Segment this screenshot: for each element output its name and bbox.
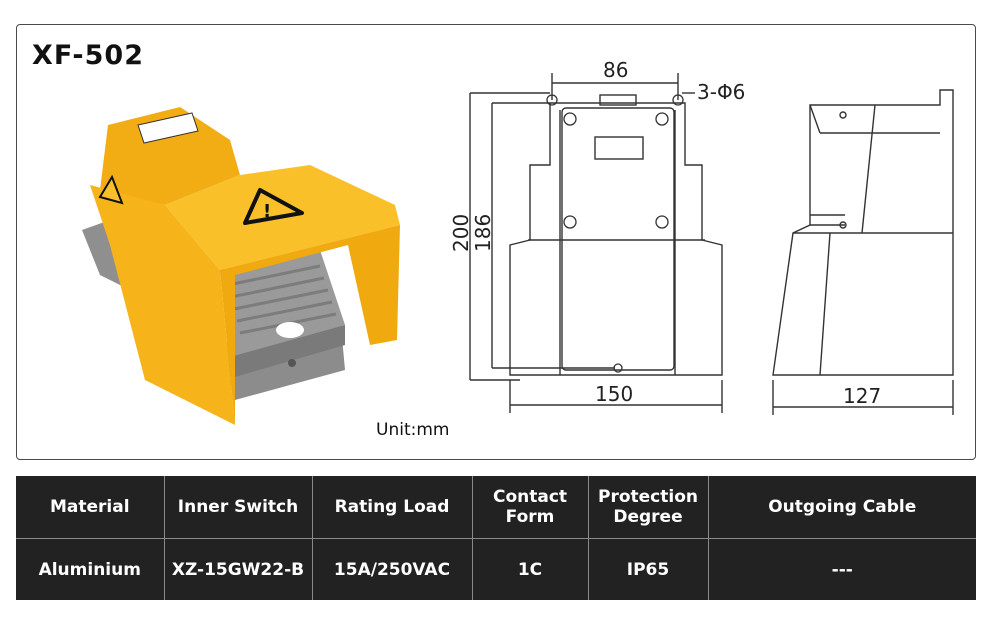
pedal-notch [276,322,304,338]
warning-side-icon [98,174,124,205]
dim-height-inner: 186 [471,214,495,252]
pedal-edge [230,325,345,377]
pedal-grip-lines [227,264,337,335]
unit-note: Unit:mm [376,420,450,440]
spec-table: Material Inner Switch Rating Load Contac… [16,476,976,600]
housing-side [90,185,235,425]
dim-holes: 3-Φ6 [697,80,745,104]
housing-back [100,107,240,205]
front-view-drawing: 86 3-Φ6 200 186 150 [449,58,745,413]
header-outgoing-cable: Outgoing Cable [708,476,976,539]
header-protection-degree: Protection Degree [588,476,709,539]
base-screw [288,359,296,367]
value-inner-switch: XZ-15GW22-B [164,538,313,600]
spec-header-row: Material Inner Switch Rating Load Contac… [16,476,976,539]
value-outgoing-cable: --- [708,538,976,600]
spec-value-row: Aluminium XZ-15GW22-B 15A/250VAC 1C IP65… [16,538,976,600]
foot-switch-illustration: ! [82,107,400,425]
model-title: XF-502 [32,40,144,71]
value-contact-form: 1C [472,538,589,600]
housing-guard [220,225,400,425]
header-rating-load: Rating Load [312,476,473,539]
dim-width-top: 86 [603,58,628,82]
header-material: Material [16,476,165,539]
value-rating-load: 15A/250VAC [312,538,473,600]
value-protection-degree: IP65 [588,538,709,600]
warning-icon [243,188,304,225]
dim-width-base: 150 [595,382,633,406]
dim-height-total: 200 [449,214,473,252]
header-contact-form: Contact Form [472,476,589,539]
side-view-drawing: 127 [772,89,954,415]
dim-depth: 127 [843,384,881,408]
header-inner-switch: Inner Switch [164,476,313,539]
product-panel [16,24,976,460]
value-material: Aluminium [16,538,165,600]
label-plate [137,112,199,144]
svg-text:!: ! [263,201,271,222]
